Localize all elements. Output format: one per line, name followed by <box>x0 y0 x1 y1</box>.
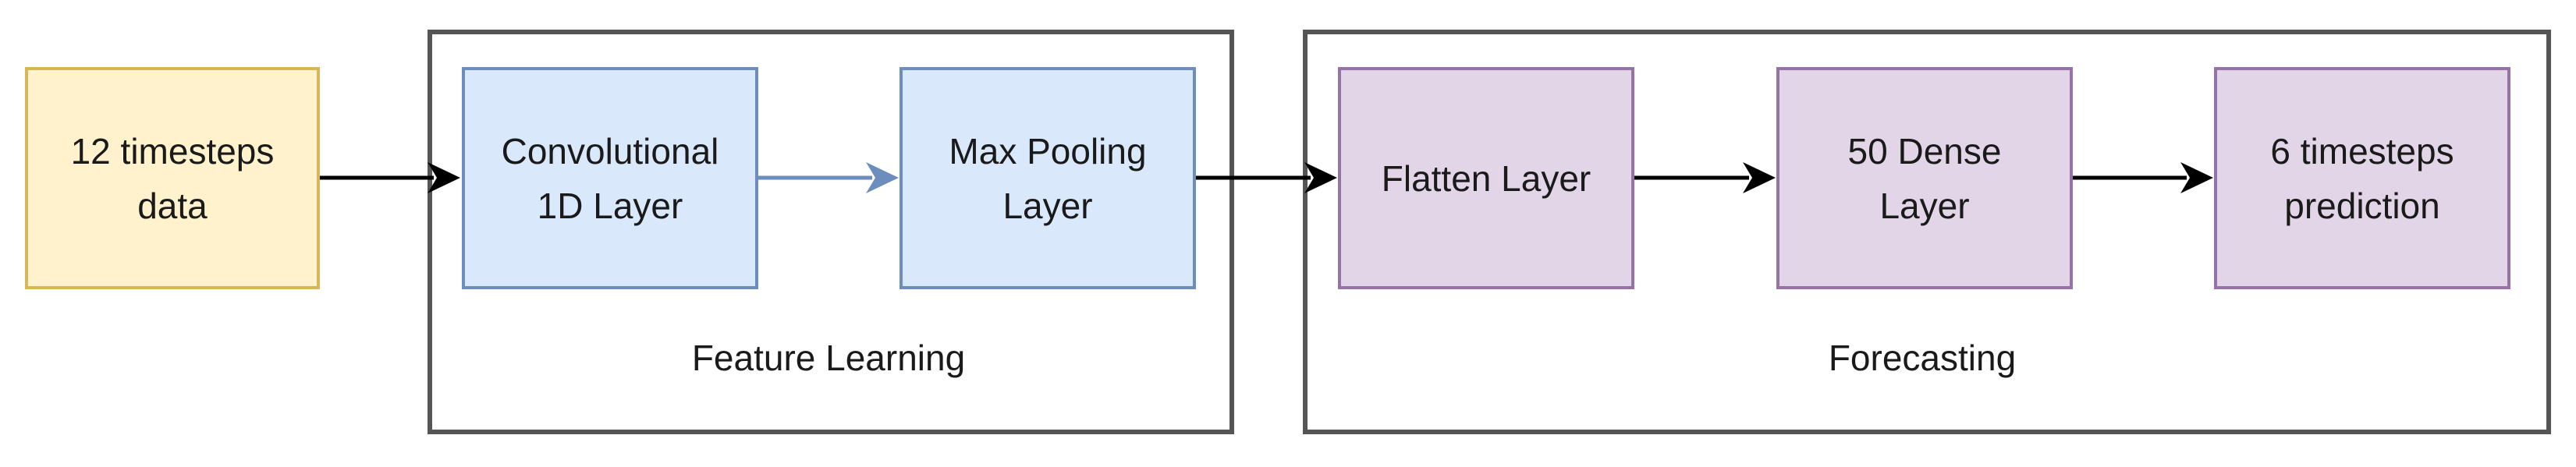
max-pooling-layer-node: Max Pooling Layer <box>899 67 1196 289</box>
conv1d-layer-node: Convolutional 1D Layer <box>462 67 758 289</box>
arrow-pool-to-flatten <box>1196 162 1337 193</box>
forecasting-label: Forecasting <box>1828 338 2017 378</box>
forecasting-group <box>1303 30 2551 434</box>
arrow-input-to-conv <box>320 162 460 193</box>
arrow-conv-to-pool <box>758 162 899 193</box>
arrow-dense-to-output <box>2073 162 2213 193</box>
dense-layer-node: 50 Dense Layer <box>1776 67 2073 289</box>
input-data-node: 12 timesteps data <box>25 67 320 289</box>
prediction-output-node: 6 timesteps prediction <box>2214 67 2510 289</box>
feature-learning-group <box>428 30 1234 434</box>
arrow-flatten-to-dense <box>1634 162 1776 193</box>
flatten-layer-node: Flatten Layer <box>1338 67 1634 289</box>
feature-learning-label: Feature Learning <box>691 338 966 378</box>
